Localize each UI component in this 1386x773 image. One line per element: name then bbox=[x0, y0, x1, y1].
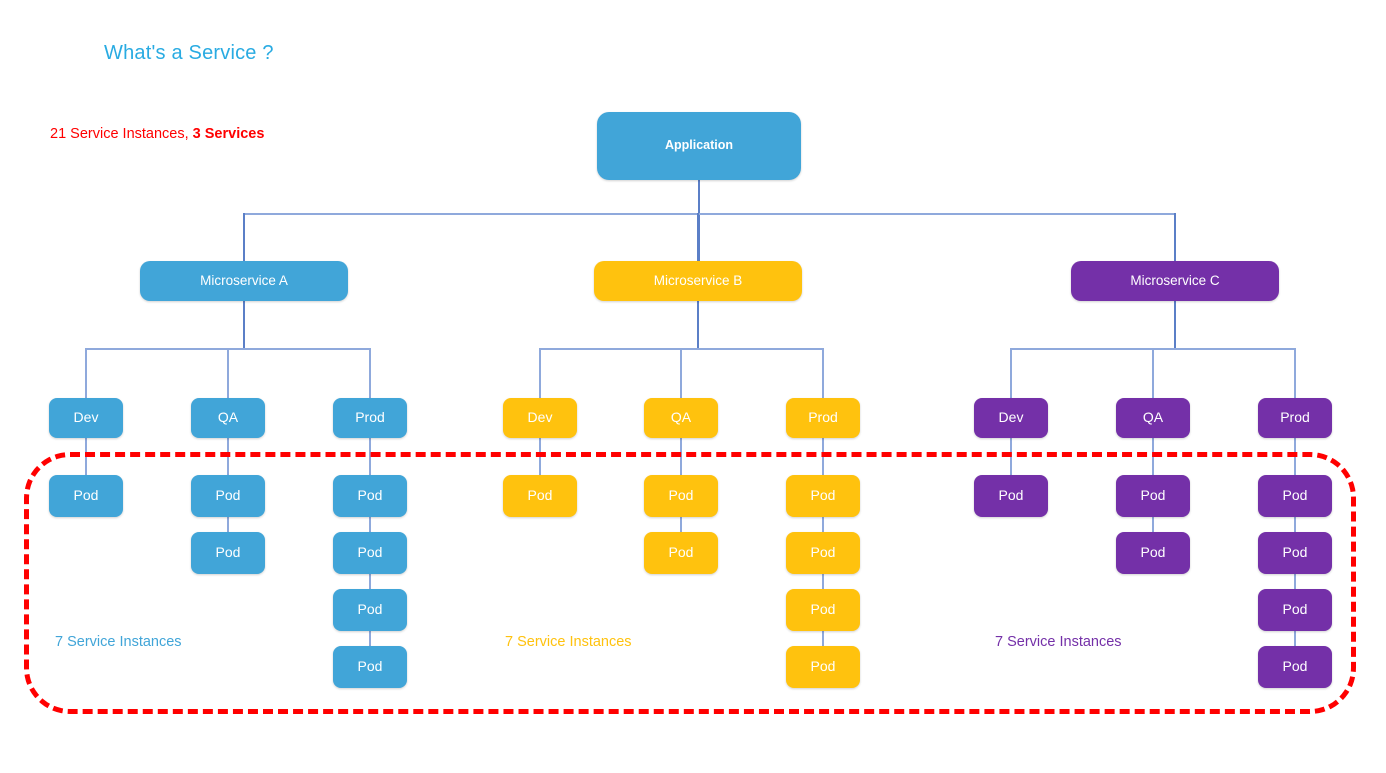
connector-pod-chain-1-2-3 bbox=[822, 631, 824, 646]
connector-pod-chain-0-1-0 bbox=[227, 438, 229, 475]
connector-microservice-to-envbus-0 bbox=[243, 301, 245, 348]
connector-pod-chain-1-0-0 bbox=[539, 438, 541, 475]
instances-caption-2: 7 Service Instances bbox=[995, 634, 1122, 650]
connector-pod-chain-2-2-1 bbox=[1294, 517, 1296, 532]
pod-node-2-0-0[interactable]: Pod bbox=[974, 475, 1048, 517]
connector-pod-chain-1-1-1 bbox=[680, 517, 682, 532]
page-title: What's a Service ? bbox=[104, 42, 274, 64]
connector-pod-chain-0-2-3 bbox=[369, 631, 371, 646]
total-instances-prefix: 21 Service Instances, bbox=[50, 126, 193, 142]
total-instances-caption: 21 Service Instances, 3 Services bbox=[50, 126, 264, 142]
connector-envbus-to-env-2-1 bbox=[1152, 348, 1154, 398]
connector-envbus-to-env-2-2 bbox=[1294, 348, 1296, 398]
environment-node-0-2[interactable]: Prod bbox=[333, 398, 407, 438]
connector-pod-chain-1-2-0 bbox=[822, 438, 824, 475]
connector-pod-chain-2-1-1 bbox=[1152, 517, 1154, 532]
pod-node-0-1-1[interactable]: Pod bbox=[191, 532, 265, 574]
pod-node-1-2-1[interactable]: Pod bbox=[786, 532, 860, 574]
connector-envbus-to-env-0-2 bbox=[369, 348, 371, 398]
pod-node-2-1-0[interactable]: Pod bbox=[1116, 475, 1190, 517]
connector-pod-chain-1-1-0 bbox=[680, 438, 682, 475]
connector-envbus-to-env-0-1 bbox=[227, 348, 229, 398]
pod-node-1-2-2[interactable]: Pod bbox=[786, 589, 860, 631]
connector-pod-chain-0-2-0 bbox=[369, 438, 371, 475]
connector-pod-chain-2-0-0 bbox=[1010, 438, 1012, 475]
microservice-node-0[interactable]: Microservice A bbox=[140, 261, 348, 301]
connector-pod-chain-1-2-1 bbox=[822, 517, 824, 532]
environment-node-2-1[interactable]: QA bbox=[1116, 398, 1190, 438]
microservice-node-1[interactable]: Microservice B bbox=[594, 261, 802, 301]
pod-node-1-0-0[interactable]: Pod bbox=[503, 475, 577, 517]
connector-pod-chain-2-2-2 bbox=[1294, 574, 1296, 589]
connector-pod-chain-2-2-0 bbox=[1294, 438, 1296, 475]
environment-node-2-0[interactable]: Dev bbox=[974, 398, 1048, 438]
environment-node-1-2[interactable]: Prod bbox=[786, 398, 860, 438]
pod-node-0-2-3[interactable]: Pod bbox=[333, 646, 407, 688]
connector-microservice-bus bbox=[244, 213, 1175, 215]
pod-node-1-2-0[interactable]: Pod bbox=[786, 475, 860, 517]
connector-bus-to-microservice-2 bbox=[1174, 213, 1176, 261]
connector-app-to-bus bbox=[698, 180, 700, 261]
instances-caption-0: 7 Service Instances bbox=[55, 634, 182, 650]
pod-node-0-1-0[interactable]: Pod bbox=[191, 475, 265, 517]
connector-envbus-to-env-1-0 bbox=[539, 348, 541, 398]
connector-envbus-to-env-0-0 bbox=[85, 348, 87, 398]
pod-node-0-2-0[interactable]: Pod bbox=[333, 475, 407, 517]
environment-node-1-0[interactable]: Dev bbox=[503, 398, 577, 438]
pod-node-0-2-1[interactable]: Pod bbox=[333, 532, 407, 574]
connector-pod-chain-2-2-3 bbox=[1294, 631, 1296, 646]
connector-pod-chain-0-0-0 bbox=[85, 438, 87, 475]
connector-pod-chain-1-2-2 bbox=[822, 574, 824, 589]
connector-bus-to-microservice-0 bbox=[243, 213, 245, 261]
connector-microservice-to-envbus-2 bbox=[1174, 301, 1176, 348]
pod-node-0-0-0[interactable]: Pod bbox=[49, 475, 123, 517]
pod-node-1-1-1[interactable]: Pod bbox=[644, 532, 718, 574]
connector-pod-chain-0-1-1 bbox=[227, 517, 229, 532]
total-services-count: 3 Services bbox=[192, 126, 265, 142]
connector-pod-chain-0-2-2 bbox=[369, 574, 371, 589]
connector-envbus-to-env-2-0 bbox=[1010, 348, 1012, 398]
connector-bus-to-microservice-1 bbox=[697, 213, 699, 261]
connector-envbus-to-env-1-1 bbox=[680, 348, 682, 398]
pod-node-2-2-3[interactable]: Pod bbox=[1258, 646, 1332, 688]
application-node[interactable]: Application bbox=[597, 112, 801, 180]
environment-node-0-1[interactable]: QA bbox=[191, 398, 265, 438]
instances-caption-1: 7 Service Instances bbox=[505, 634, 632, 650]
connector-envbus-to-env-1-2 bbox=[822, 348, 824, 398]
pod-node-1-1-0[interactable]: Pod bbox=[644, 475, 718, 517]
pod-node-0-2-2[interactable]: Pod bbox=[333, 589, 407, 631]
environment-node-2-2[interactable]: Prod bbox=[1258, 398, 1332, 438]
pod-node-1-2-3[interactable]: Pod bbox=[786, 646, 860, 688]
connector-microservice-to-envbus-1 bbox=[697, 301, 699, 348]
microservice-node-2[interactable]: Microservice C bbox=[1071, 261, 1279, 301]
pod-node-2-1-1[interactable]: Pod bbox=[1116, 532, 1190, 574]
environment-node-0-0[interactable]: Dev bbox=[49, 398, 123, 438]
environment-node-1-1[interactable]: QA bbox=[644, 398, 718, 438]
pod-node-2-2-2[interactable]: Pod bbox=[1258, 589, 1332, 631]
pod-node-2-2-0[interactable]: Pod bbox=[1258, 475, 1332, 517]
pod-node-2-2-1[interactable]: Pod bbox=[1258, 532, 1332, 574]
connector-pod-chain-2-1-0 bbox=[1152, 438, 1154, 475]
connector-pod-chain-0-2-1 bbox=[369, 517, 371, 532]
